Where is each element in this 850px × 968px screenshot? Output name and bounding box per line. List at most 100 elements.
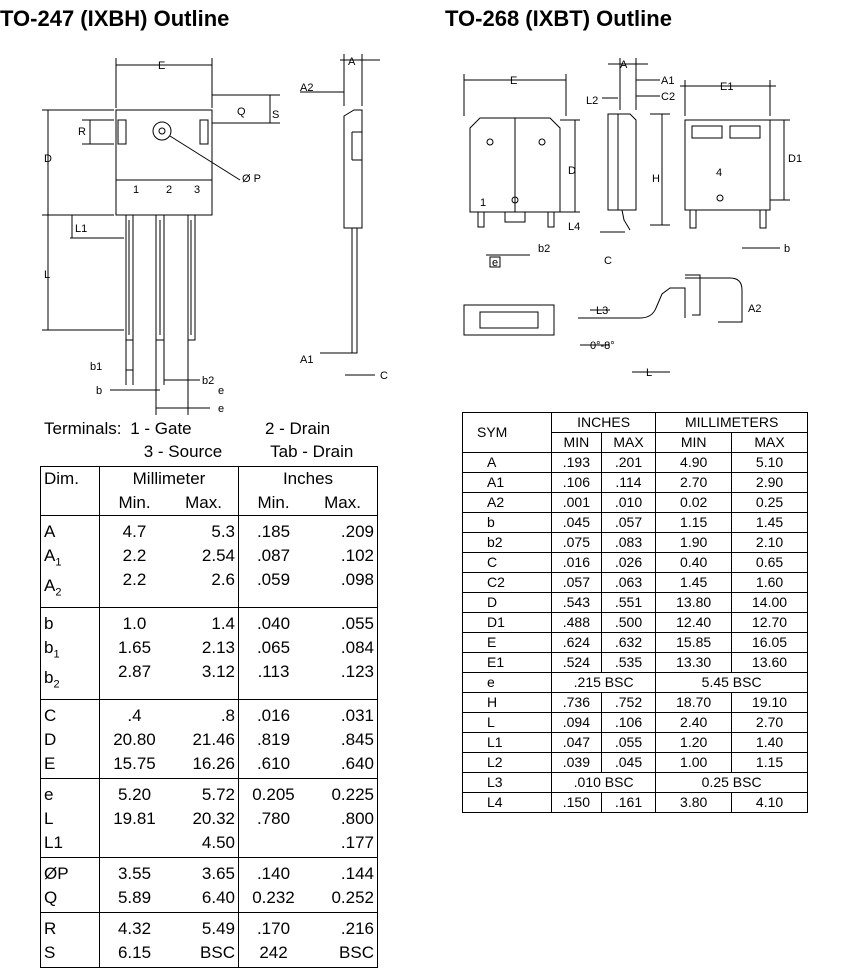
mm-max-cell: 1.45 [731,512,808,533]
in-min-cell: .624 [551,632,602,653]
mm-min-cell: 1.20 [655,732,733,753]
to268-label-C: C [604,255,612,267]
to268-front-body [469,117,561,213]
in-max-cell: .055 [600,732,657,753]
dimension-value: .059 [256,570,291,589]
in-max-cell: .045 [600,752,657,773]
header-dim: Dim. [40,466,100,516]
in-max-cell: 0.225.800.177 [308,777,378,858]
sym-cell: e [462,672,552,693]
in-max-cell: .161 [600,792,657,813]
dimension-value: 0.205 [252,784,295,804]
dimension-value: C [44,704,96,728]
mm-max-cell: 2.90 [731,472,808,493]
mm-min-cell: 0.40 [655,552,733,573]
to268-label-pin1: 1 [480,197,486,209]
in-max-cell: .209.102.098 [308,515,378,608]
to268-side-body [607,113,637,211]
dimension-value: 6.40 [201,887,235,907]
dim-symbol: b [44,668,54,688]
header-mm-min: Min. [99,491,169,516]
header-sym: SYM [462,412,552,453]
sym-cell: A1 [462,472,552,493]
to268-outline-drawing: A A1 C2 E E1 L2 D D1 H L4 b2 e C b 4 1 L… [463,58,802,379]
dim-symbol: Q [44,887,58,907]
dim-symbol: A [44,546,56,565]
mm-max-cell: 19.10 [731,692,808,713]
dimension-value: .065 [256,637,291,657]
in-min-cell: .016.819.610 [238,698,308,779]
mm-max-cell: 3.65 6.40 [169,856,239,913]
to247-outline-drawing: E A A2 Q S R D Ø P 1 2 3 L1 L A1 C b1 b … [42,54,388,415]
dimension-value: 1.4 [211,613,235,633]
mm-max-cell: 1.15 [731,752,808,773]
in-max-cell: .500 [600,612,657,633]
header-in-min: MIN [551,432,602,453]
to268-dimension-table: SYM INCHES MILLIMETERS MIN MAX MIN MAX A… [462,412,808,813]
dimension-value: 2.6 [211,570,235,589]
in-max-cell: .535 [600,652,657,673]
sym-cell: L1 [462,732,552,753]
sym-cell: D [462,592,552,613]
to268-label-e: e [492,257,498,269]
dimension-value: .144 [340,863,374,883]
sym-cell: A2 [462,492,552,513]
mm-min-cell: 0.02 [655,492,733,513]
mm-max-cell: 4.10 [731,792,808,813]
mm-max-cell: 0.65 [731,552,808,573]
in-max-cell: .010 [600,492,657,513]
dimension-value: 2.87 [117,661,152,681]
mm-min-cell: 12.40 [655,612,733,633]
to268-label-A1: A1 [661,75,674,87]
in-max-cell: .201 [600,452,657,473]
dim-symbol: L1 [44,832,63,852]
dimension-value: 16.26 [192,753,235,773]
inches-span-cell: .215 BSC [550,672,657,693]
dimension-value: 4.7 [122,522,147,541]
in-min-cell: .001 [551,492,602,513]
header-in-max: MAX [600,432,657,453]
dimension-value: 242 [259,942,288,962]
to268-label-E1: E1 [720,81,733,93]
mm-min-cell: 1.15 [655,512,733,533]
mm-min-cell: 1.45 [655,572,733,593]
dimension-value: 0.225 [331,784,374,804]
dim-cell: ØP Q [40,856,100,913]
mm-min-cell: 18.70 [655,692,733,713]
terminal-3: 3 - Source [143,442,223,461]
dimension-value: .209 [340,522,374,541]
to247-label-D: D [44,153,52,165]
to247-side-body [343,109,363,229]
in-min-cell: .016 [551,552,602,573]
sym-cell: D1 [462,612,552,633]
header-inches: Inches [238,466,378,491]
dim-symbol: ØP [44,863,69,883]
dimension-value: .055 [340,613,374,633]
to268-label-L2: L2 [586,95,598,107]
dim-symbol: A [44,576,56,596]
dimension-value: 1.0 [122,613,147,633]
in-max-cell: .057 [600,512,657,533]
dim-symbol: R [44,918,57,938]
to247-label-b1: b1 [90,361,102,373]
dimension-value: 5.89 [117,887,152,907]
dimension-value: 3.65 [201,863,235,883]
to247-label-pin2: 2 [166,184,172,196]
dimension-value: .819 [256,729,291,749]
title-to247: TO-247 (IXBH) Outline [0,6,230,31]
